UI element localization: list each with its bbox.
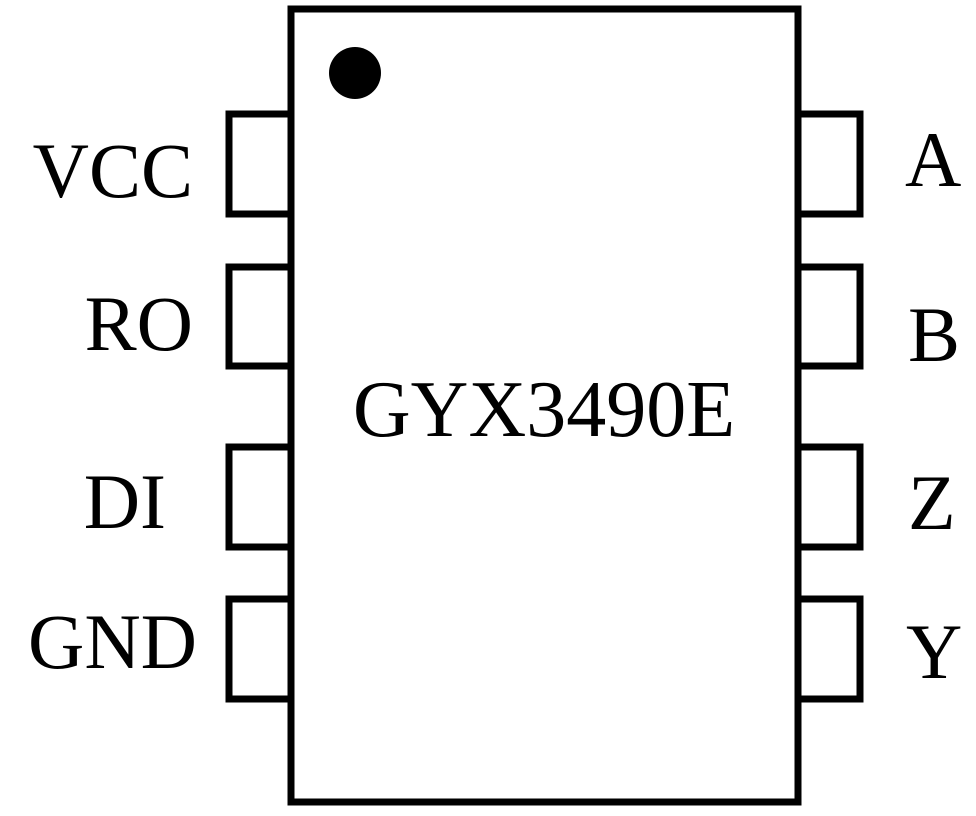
pin-label-a: A (905, 116, 961, 203)
pin-label-y: Y (906, 608, 962, 695)
pin-label-z: Z (908, 459, 956, 546)
pin-label-di: DI (84, 458, 166, 545)
pin-label-vcc: VCC (33, 127, 193, 214)
pin-right-2 (794, 263, 864, 370)
chip-body (287, 5, 802, 806)
pin-label-b: B (908, 291, 960, 378)
pin-left-2 (225, 263, 295, 370)
pin-label-ro: RO (85, 280, 193, 367)
pin-right-4 (794, 595, 864, 703)
pin1-marker-icon (329, 47, 381, 99)
pin-right-1 (794, 110, 864, 218)
pin-left-3 (225, 443, 295, 551)
pin-left-1 (225, 110, 295, 218)
pin-right-3 (794, 443, 864, 551)
chip-part-number: GYX3490E (353, 366, 735, 454)
pin-label-gnd: GND (28, 598, 197, 685)
pin-left-4 (225, 595, 295, 703)
